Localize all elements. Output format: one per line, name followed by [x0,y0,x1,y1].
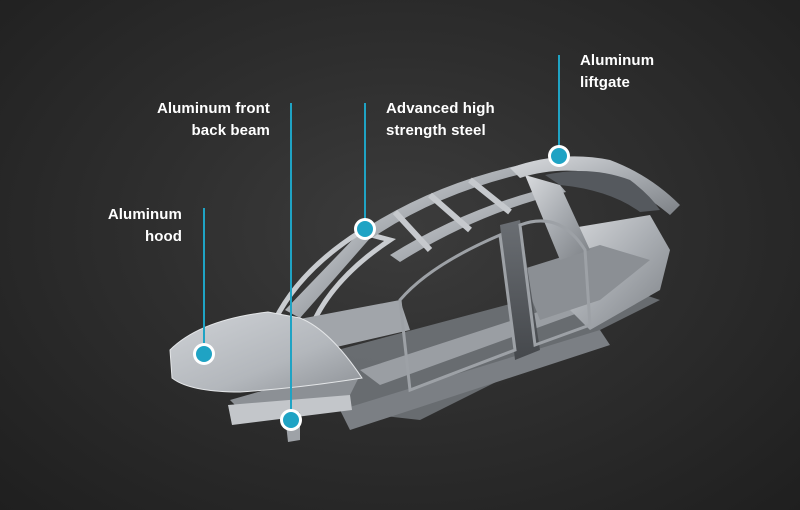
roof-bow-3 [468,177,512,215]
roof-bow-2 [428,192,472,233]
label-liftgate-line1: Aluminum [580,52,655,69]
liftgate-window [545,171,660,212]
label-steel-line2: strength steel [386,122,486,139]
marker-steel [354,218,376,240]
rear-floor [520,245,650,320]
label-aluminum-hood: Aluminum hood [82,204,182,248]
roof-rail-right [390,185,566,262]
marker-front-beam [280,409,302,431]
label-hood-line2: hood [144,228,182,245]
label-steel-line1: Advanced high [386,100,495,117]
label-aluminum-liftgate: Aluminum liftgate [580,50,700,94]
roof-rail-left [360,165,530,238]
liftgate-frame [510,156,680,215]
hood-panel [169,311,363,393]
rear-door-opening [518,219,592,348]
label-hood-line1: Aluminum [107,206,182,223]
label-front-beam-line2: back beam [191,122,270,139]
front-door-opening [398,232,517,393]
label-aluminum-front-back-beam: Aluminum front back beam [120,98,270,142]
c-pillar [525,175,590,260]
rocker-sill [340,330,610,430]
label-front-beam-line1: Aluminum front [156,100,270,117]
a-pillar [285,232,372,318]
windshield-frame [271,229,396,334]
roof-bow-1 [392,209,433,253]
marker-hood [193,343,215,365]
label-liftgate-line2: liftgate [580,74,630,91]
b-pillar [500,220,540,360]
label-advanced-high-strength-steel: Advanced high strength steel [386,98,546,142]
marker-liftgate [548,145,570,167]
